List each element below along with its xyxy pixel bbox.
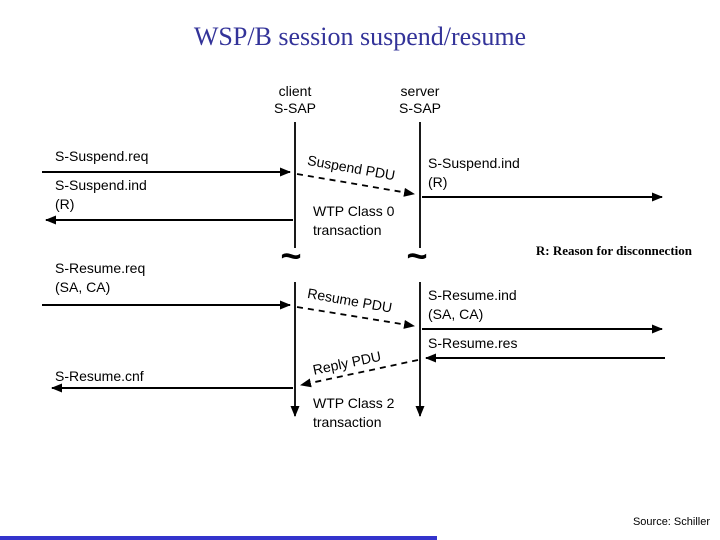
resume-res-text: S-Resume.res <box>428 335 518 351</box>
resume-req-label: S-Resume.req (SA, CA) <box>55 259 145 297</box>
suspend-ind-server-param: (R) <box>428 174 448 190</box>
server-sap-header: server S-SAP <box>380 83 460 117</box>
source-attribution: Source: Schiller <box>632 516 710 528</box>
resume-ind-text: S-Resume.ind <box>428 287 517 303</box>
suspend-ind-server-text: S-Suspend.ind <box>428 155 520 171</box>
reason-legend-note: R: Reason for disconnection <box>535 243 692 258</box>
resume-req-text: S-Resume.req <box>55 260 146 276</box>
wtp-class2-line1: WTP Class 2 <box>313 395 395 411</box>
resume-ind-param: (SA, CA) <box>428 306 484 322</box>
server-lifeline-break-symbol: ~ <box>406 235 428 276</box>
resume-res-label: S-Resume.res <box>428 334 517 353</box>
client-sap-label: S-SAP <box>273 100 316 116</box>
client-sap-header: client S-SAP <box>255 83 335 117</box>
suspend-ind-client-label: S-Suspend.ind (R) <box>55 176 147 214</box>
resume-pdu-arrow <box>296 306 415 329</box>
resume-req-param: (SA, CA) <box>55 279 111 295</box>
reply-pdu-arrow <box>300 359 419 388</box>
suspend-ind-client-param: (R) <box>55 196 75 212</box>
wtp-class0-line1: WTP Class 0 <box>313 203 395 219</box>
suspend-req-text: S-Suspend.req <box>55 148 149 164</box>
slide-bottom-accent-bar <box>0 536 437 540</box>
resume-ind-label: S-Resume.ind (SA, CA) <box>428 286 517 324</box>
wtp-class0-transaction-label: WTP Class 0 transaction <box>313 202 394 240</box>
client-lifeline-break-symbol: ~ <box>280 235 302 276</box>
resume-cnf-text: S-Resume.cnf <box>55 368 144 384</box>
client-label: client <box>278 83 312 99</box>
slide-title: WSP/B session suspend/resume <box>193 22 527 51</box>
suspend-ind-server-label: S-Suspend.ind (R) <box>428 154 520 192</box>
suspend-req-label: S-Suspend.req <box>55 147 148 166</box>
suspend-ind-client-text: S-Suspend.ind <box>55 177 147 193</box>
wtp-class2-line2: transaction <box>313 414 382 430</box>
resume-cnf-label: S-Resume.cnf <box>55 367 144 386</box>
wtp-class2-transaction-label: WTP Class 2 transaction <box>313 394 394 432</box>
server-label: server <box>400 83 440 99</box>
wtp-class0-line2: transaction <box>313 222 382 238</box>
suspend-pdu-arrow <box>296 173 415 197</box>
server-sap-label: S-SAP <box>398 100 441 116</box>
